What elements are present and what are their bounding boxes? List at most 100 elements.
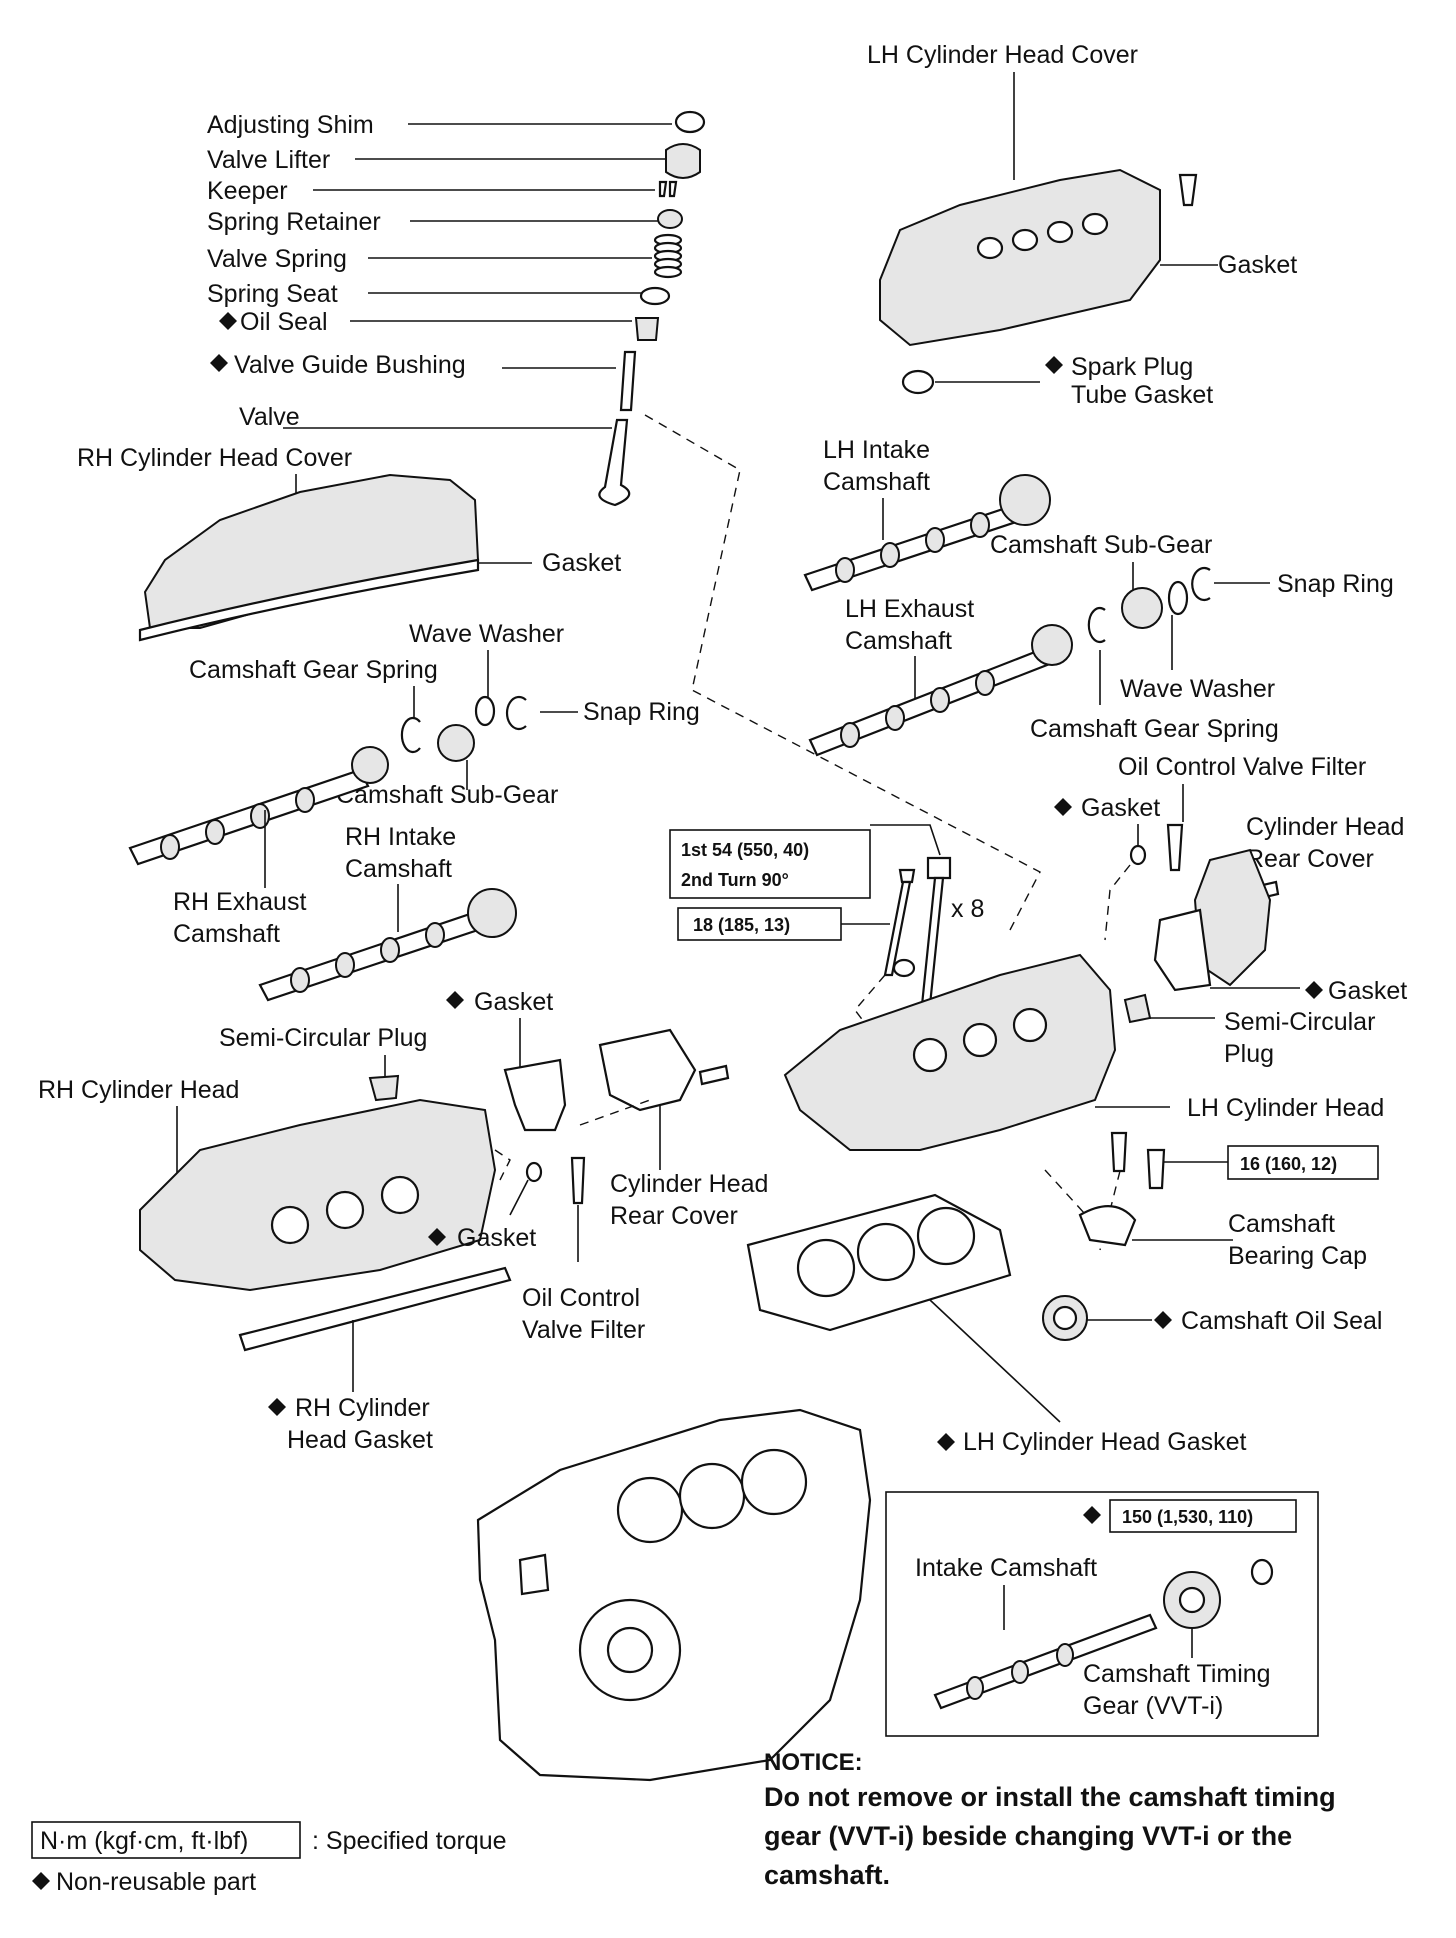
label-valve-spring: Valve Spring: [207, 245, 347, 273]
lh-ocv-filter-part: [1166, 823, 1184, 872]
cap-bolt-part: [1110, 1131, 1128, 1173]
label-x8: x 8: [951, 895, 984, 923]
label-valve-guide-bushing: Valve Guide Bushing: [234, 351, 466, 379]
label-rh-cylinder-head-cover: RH Cylinder Head Cover: [77, 444, 352, 472]
lh-ocv-gasket-part: [1129, 844, 1147, 866]
engine-block-part: [476, 1408, 872, 1782]
valve-guide-bushing-part: [619, 350, 637, 412]
label-rh-intake-1: RH Intake: [345, 823, 456, 851]
label-lh-gasket-3: Gasket: [1328, 977, 1407, 1005]
valve-part: [598, 418, 631, 507]
torque-18: 18 (185, 13): [693, 915, 790, 935]
lh-sub-gear-part: [1121, 587, 1163, 629]
head-bolt-small-part: [898, 868, 916, 884]
torque-1st: 1st 54 (550, 40): [681, 840, 809, 860]
label-camshaft-oil-seal: Camshaft Oil Seal: [1181, 1307, 1382, 1335]
non-reusable-diamond: [428, 1228, 446, 1246]
wave-washer-part: [474, 695, 496, 727]
non-reusable-diamond: [1054, 798, 1072, 816]
label-cyl-rear-cover-rh-2: Rear Cover: [610, 1202, 738, 1230]
label-cam-gear-spring-lh: Camshaft Gear Spring: [1030, 715, 1279, 743]
lh-snap-ring-part: [1191, 566, 1211, 602]
label-spark-plug-2: Tube Gasket: [1071, 381, 1213, 409]
label-rh-intake-2: Camshaft: [345, 855, 452, 883]
label-lh-cylinder-head: LH Cylinder Head: [1187, 1094, 1384, 1122]
adjusting-shim-part: [674, 110, 706, 134]
legend-non-reusable: Non-reusable part: [56, 1868, 256, 1896]
label-intake-camshaft: Intake Camshaft: [915, 1554, 1097, 1582]
label-rh-gasket-2: Gasket: [474, 988, 553, 1016]
label-ocv-filter-lh: Oil Control Valve Filter: [1118, 753, 1366, 781]
label-oil-seal: Oil Seal: [240, 308, 328, 336]
torque-150: 150 (1,530, 110): [1122, 1507, 1253, 1527]
notice-line-1: Do not remove or install the camshaft ti…: [764, 1782, 1336, 1812]
rh-cylinder-head-area: Gasket Semi-Circular Plug RH Cylinder He…: [38, 988, 768, 1454]
head-bolt-part: [926, 856, 952, 880]
non-reusable-diamond: [210, 354, 228, 372]
rear-cover-bolt-part: [698, 1064, 730, 1086]
lh-cylinder-head-part: [783, 953, 1117, 1151]
label-spring-retainer: Spring Retainer: [207, 208, 381, 236]
lh-cylinder-head-cover: LH Cylinder Head Cover Gasket Spark Plug…: [867, 41, 1297, 409]
cap-bolt-part-2: [1146, 1148, 1166, 1190]
bolt-washer-part: [892, 958, 916, 978]
label-cam-sub-gear-lh: Camshaft Sub-Gear: [990, 531, 1212, 559]
label-lh-cylinder-head-cover: LH Cylinder Head Cover: [867, 41, 1138, 69]
non-reusable-diamond: [937, 1433, 955, 1451]
torque-box-150: [1109, 1499, 1297, 1533]
label-ocv-filter-rh-2: Valve Filter: [522, 1316, 645, 1344]
legend-diamond-icon: [32, 1872, 50, 1890]
label-timing-gear-2: Gear (VVT-i): [1083, 1692, 1223, 1720]
lh-rear-cover-gasket-part: [1153, 908, 1212, 992]
head-cover-bolt-part: [1178, 173, 1198, 207]
semi-circular-plug-part: [368, 1074, 400, 1102]
snap-ring-part: [505, 695, 527, 731]
label-semi-plug-lh-2: Plug: [1224, 1040, 1274, 1068]
label-semi-plug-lh-1: Semi-Circular: [1224, 1008, 1375, 1036]
non-reusable-diamond: [1305, 981, 1323, 999]
legend-torque-box: [31, 1821, 301, 1859]
label-ocv-filter-rh-1: Oil Control: [522, 1284, 640, 1312]
label-cyl-rear-cover-rh-1: Cylinder Head: [610, 1170, 768, 1198]
lh-camshafts: LH Intake Camshaft Camshaft Sub-Gear Sna…: [803, 436, 1394, 757]
non-reusable-diamond: [1083, 1506, 1101, 1524]
label-rh-gasket-3: Gasket: [457, 1224, 536, 1252]
lh-gear-spring-part: [1087, 606, 1106, 644]
legend-torque-desc: : Specified torque: [312, 1827, 507, 1855]
non-reusable-diamond: [1045, 356, 1063, 374]
non-reusable-diamond: [268, 1398, 286, 1416]
label-snap-ring-lh: Snap Ring: [1277, 570, 1394, 598]
label-cam-sub-gear-rh: Camshaft Sub-Gear: [336, 781, 558, 809]
valve-lifter-part: [665, 143, 701, 179]
lh-cylinder-head-area: Oil Control Valve Filter Gasket Cylinder…: [746, 753, 1407, 1456]
label-rh-cylinder-head: RH Cylinder Head: [38, 1076, 239, 1104]
notice-title: NOTICE:: [764, 1749, 863, 1776]
label-valve: Valve: [239, 403, 300, 431]
spring-retainer-part: [657, 209, 683, 229]
ocv-gasket-part: [525, 1161, 543, 1183]
label-rh-gasket: Gasket: [542, 549, 621, 577]
label-lh-head-gasket: LH Cylinder Head Gasket: [963, 1428, 1247, 1456]
notice-line-2: gear (VVT-i) beside changing VVT-i or th…: [764, 1821, 1292, 1851]
label-timing-gear-1: Camshaft Timing: [1083, 1660, 1271, 1688]
spark-plug-tube-gasket-part: [901, 369, 935, 395]
label-snap-ring-rh: Snap Ring: [583, 698, 700, 726]
valve-train: Adjusting Shim Valve Lifter Keeper Sprin…: [207, 110, 1041, 931]
rh-head-cover-part: [143, 473, 480, 629]
label-lh-gasket: Gasket: [1218, 251, 1297, 279]
torque-box-16: [1227, 1145, 1379, 1180]
label-cyl-rear-cover-lh-1: Cylinder Head: [1246, 813, 1404, 841]
valve-spring-part: [653, 233, 683, 279]
legend-torque-unit: N·m (kgf·cm, ft·lbf): [40, 1827, 248, 1855]
inset-camshaft-part: [933, 1613, 1158, 1710]
label-wave-washer-lh: Wave Washer: [1120, 675, 1275, 703]
label-bearing-cap-2: Bearing Cap: [1228, 1242, 1367, 1270]
rh-cylinder-head-cover: RH Cylinder Head Cover Gasket: [77, 444, 621, 642]
label-valve-lifter: Valve Lifter: [207, 146, 330, 174]
engine-block: [476, 1408, 872, 1782]
rh-head-cover-gasket-part: [138, 558, 480, 642]
label-spring-seat: Spring Seat: [207, 280, 338, 308]
notice-line-3: camshaft.: [764, 1860, 890, 1890]
torque-box-1st-2nd: [669, 829, 871, 899]
cam-sub-gear-part: [437, 724, 475, 762]
